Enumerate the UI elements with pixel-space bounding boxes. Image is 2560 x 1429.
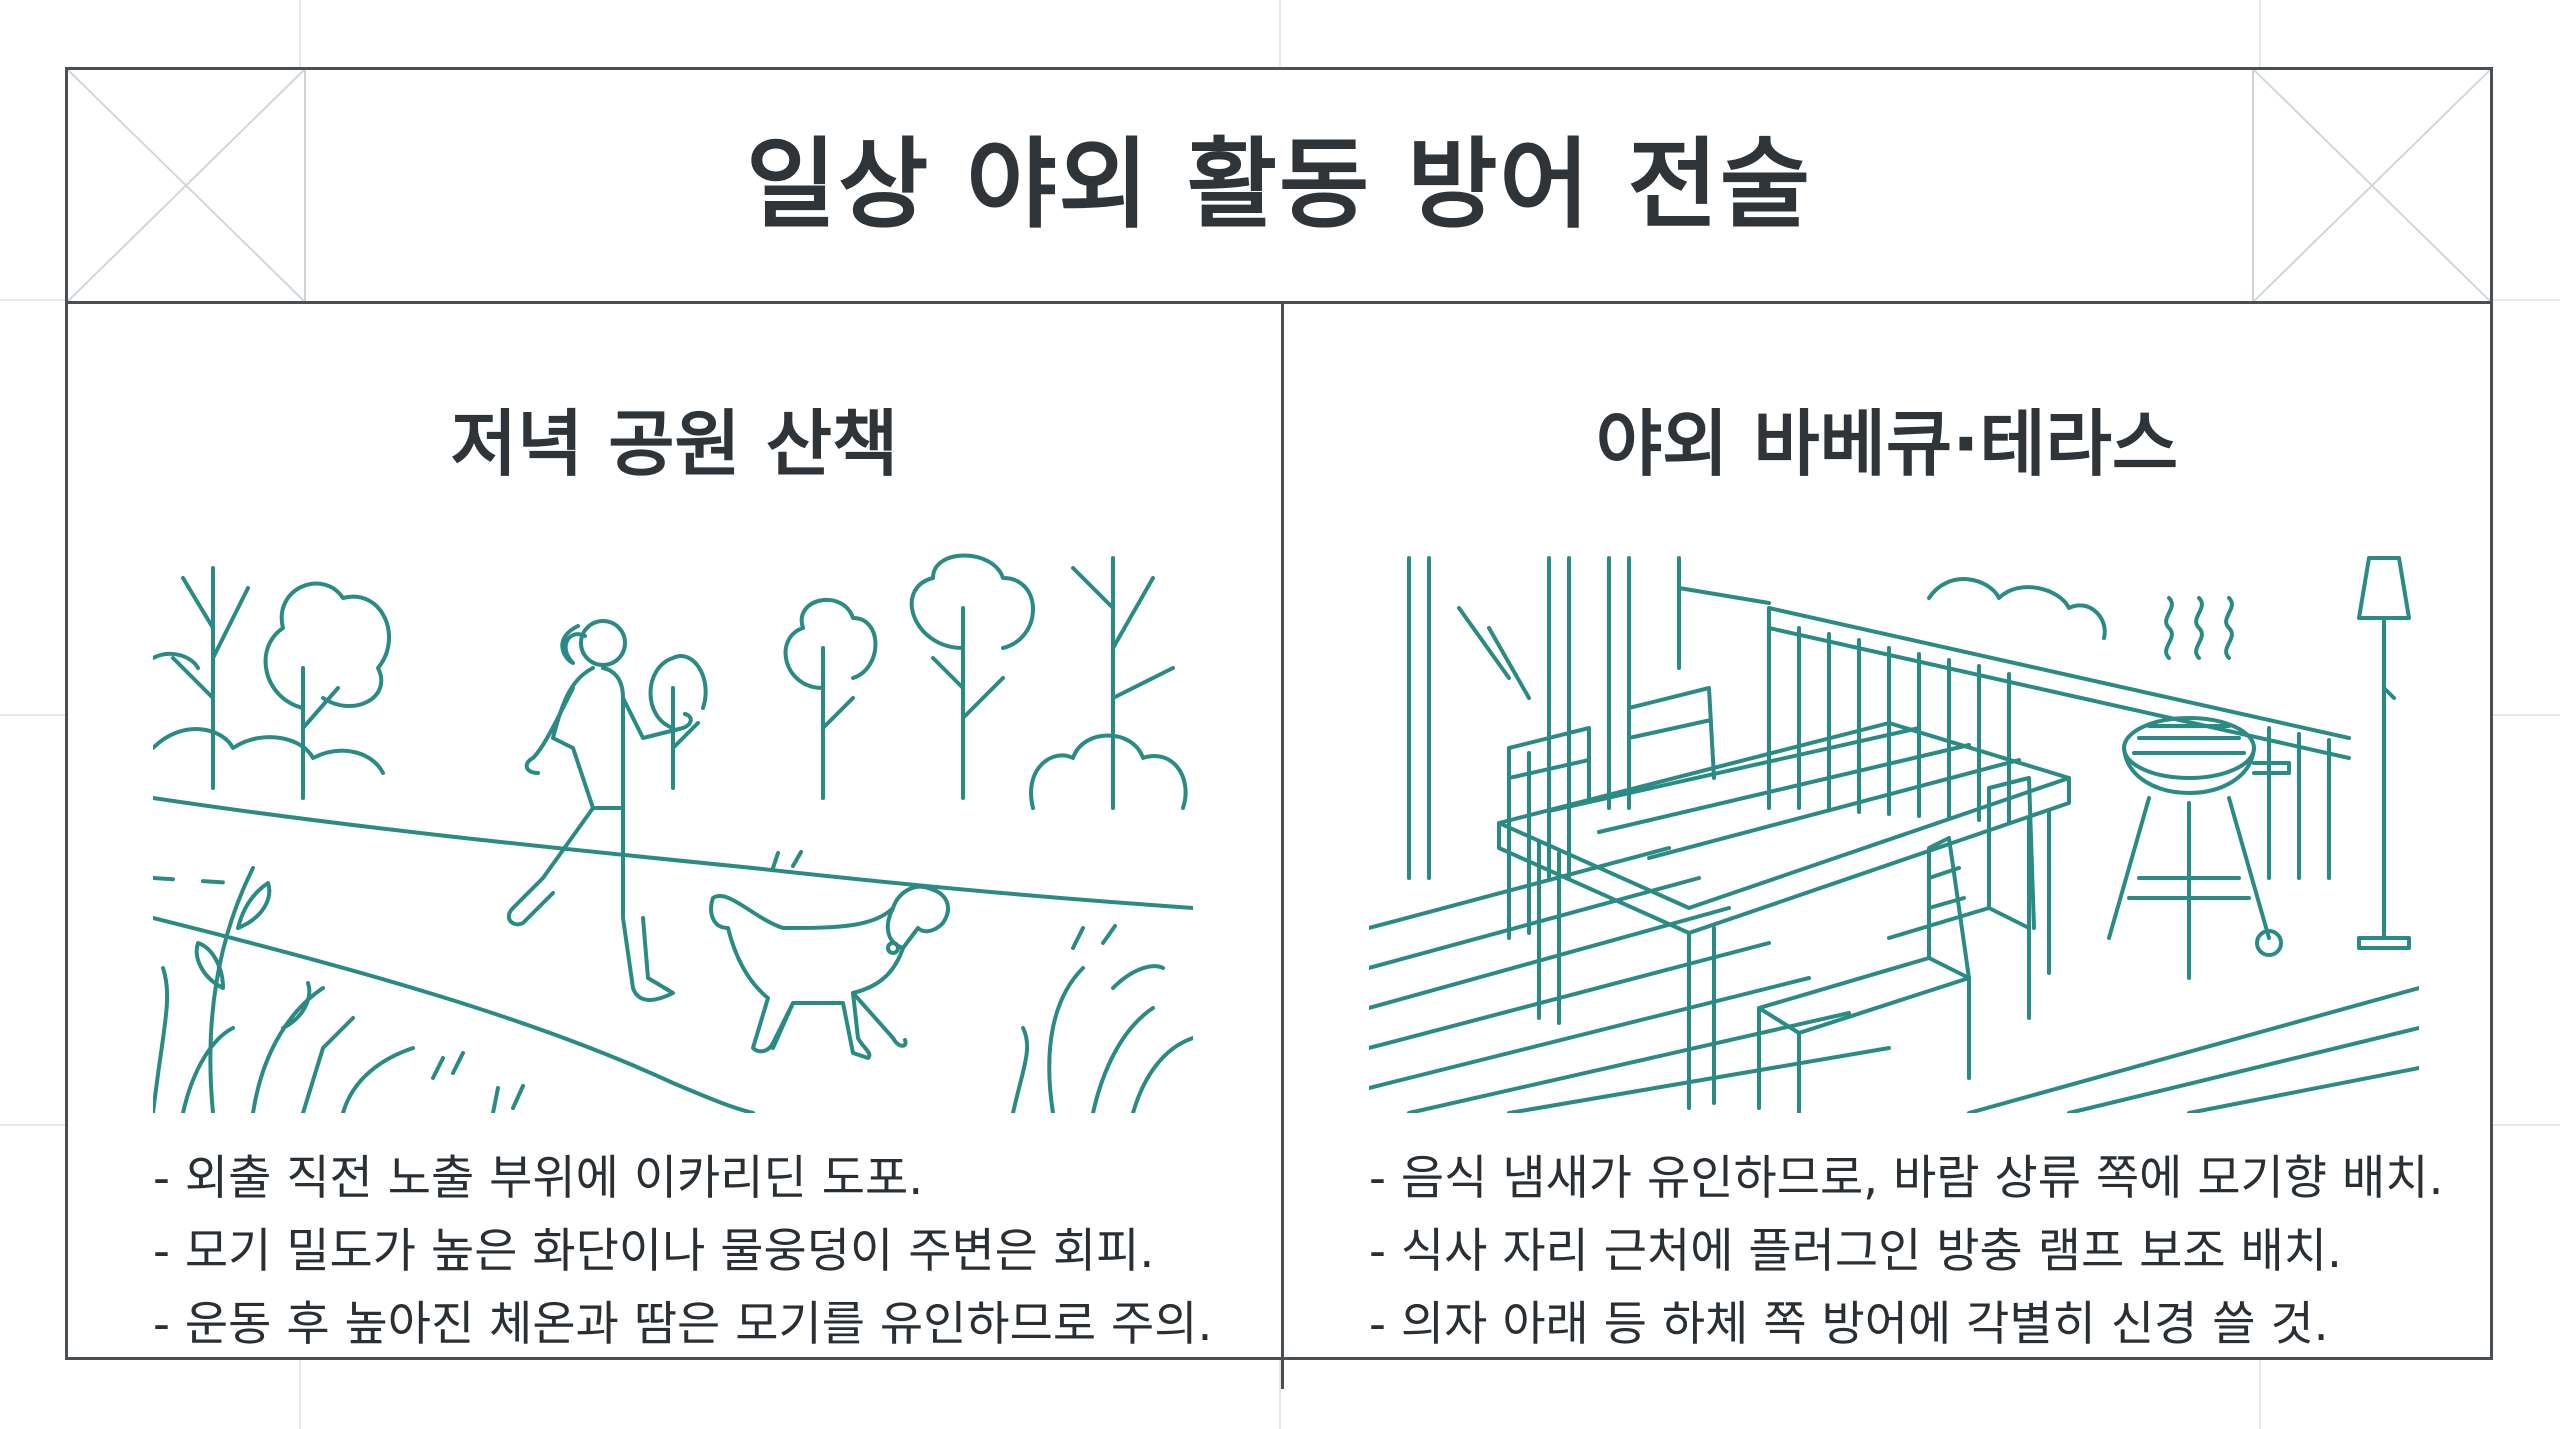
- tip-item: - 외출 직전 노출 부위에 이카리딘 도포.: [153, 1151, 924, 1206]
- tip-item: - 모기 밀도가 높은 화단이나 물웅덩이 주변은 회피.: [153, 1224, 1155, 1279]
- panel-heading: 저녁 공원 산책: [450, 402, 899, 486]
- tip-item: - 음식 냄새가 유인하므로, 바람 상류 쪽에 모기향 배치.: [1369, 1151, 2444, 1206]
- tip-item: - 식사 자리 근처에 플러그인 방충 램프 보조 배치.: [1369, 1224, 2342, 1279]
- tip-item: - 의자 아래 등 하체 쪽 방어에 각별히 신경 쓸 것.: [1369, 1297, 2329, 1352]
- tip-list: - 외출 직전 노출 부위에 이카리딘 도포. - 모기 밀도가 높은 화단이나…: [153, 1142, 1271, 1361]
- tip-item: - 운동 후 높아진 체온과 땀은 모기를 유인하므로 주의.: [153, 1297, 1213, 1352]
- title-band: 일상 야외 활동 방어 전술: [68, 70, 2490, 304]
- jogging-with-dog-illustration: [153, 553, 1193, 1113]
- corner-cross-left-icon: [68, 70, 306, 301]
- page-title: 일상 야외 활동 방어 전술: [745, 128, 1813, 242]
- panel-heading: 야외 바베큐·테라스: [1595, 402, 2179, 486]
- patio-grill-illustration: [1369, 556, 2419, 1113]
- panel-outdoor-bbq-terrace: 야외 바베큐·테라스: [1284, 304, 2490, 1360]
- slide-frame: 일상 야외 활동 방어 전술 저녁 공원 산책: [65, 67, 2493, 1389]
- tip-list: - 음식 냄새가 유인하므로, 바람 상류 쪽에 모기향 배치. - 식사 자리…: [1369, 1142, 2480, 1361]
- column-divider: [1281, 304, 1284, 1389]
- corner-cross-right-icon: [2252, 70, 2490, 301]
- panel-evening-park-walk: 저녁 공원 산책: [68, 304, 1281, 1360]
